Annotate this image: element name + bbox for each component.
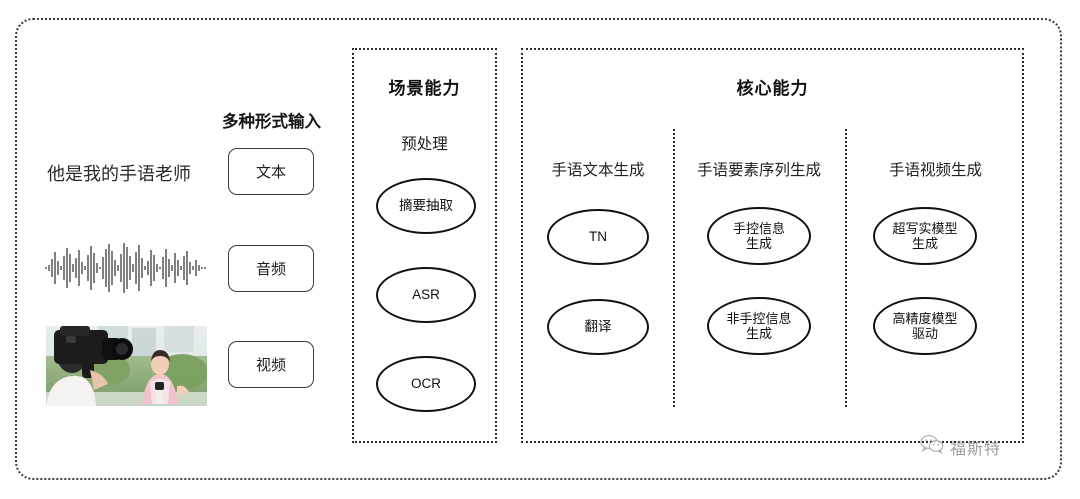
- core-column-2-header: 手语要素序列生成: [696, 162, 821, 179]
- modality-pill-video-label: 视频: [255, 357, 286, 374]
- core-node-manual-feature-generation[interactable]: 手控信息 生成: [707, 207, 811, 265]
- modality-pill-text-label: 文本: [255, 164, 286, 181]
- core-column-1-header: 手语文本生成: [551, 162, 645, 179]
- core-capability-panel: 核心能力 手语文本生成 TN 翻译 手语要素序列生成 手控信息 生成 非手控信息…: [521, 48, 1024, 443]
- core-node-highprecision-model-driving[interactable]: 高精度模型 驱动: [873, 297, 977, 355]
- core-panel-divider-1: [673, 129, 675, 407]
- core-node-nonmanual-feature-generation[interactable]: 非手控信息 生成: [707, 297, 811, 355]
- core-node-tn-label: TN: [589, 229, 607, 245]
- video-thumbnail-image: [46, 326, 207, 406]
- core-node-highprecision-model-driving-label: 高精度模型 驱动: [892, 310, 958, 341]
- scene-node-asr[interactable]: ASR: [376, 267, 476, 323]
- modality-pill-audio[interactable]: 音频: [228, 245, 314, 292]
- core-node-nonmanual-feature-generation-label: 非手控信息 生成: [726, 310, 792, 341]
- core-panel-divider-2: [845, 129, 847, 407]
- core-node-photorealistic-model-generation[interactable]: 超写实模型 生成: [873, 207, 977, 265]
- core-node-photorealistic-model-generation-label: 超写实模型 生成: [892, 220, 958, 251]
- modality-pill-audio-label: 音频: [255, 261, 286, 278]
- scene-capability-panel: 场景能力 预处理 摘要抽取 ASR OCR: [352, 48, 497, 443]
- core-node-tn[interactable]: TN: [547, 209, 649, 265]
- sample-sentence-text: 他是我的手语老师: [47, 164, 191, 184]
- core-column-3-header: 手语视频生成: [888, 162, 982, 179]
- watermark-text: 福斯特: [950, 440, 1002, 458]
- outer-dotted-frame: [15, 18, 1062, 480]
- scene-node-ocr[interactable]: OCR: [376, 356, 476, 412]
- scene-node-summary-extraction-label: 摘要抽取: [399, 198, 453, 214]
- scene-preprocess-label: 预处理: [401, 136, 448, 153]
- audio-waveform-icon: [44, 240, 208, 296]
- scene-node-asr-label: ASR: [412, 287, 440, 303]
- core-node-manual-feature-generation-label: 手控信息 生成: [732, 220, 785, 251]
- multimodal-input-label: 多种形式输入: [222, 113, 321, 131]
- modality-pill-text[interactable]: 文本: [228, 148, 314, 195]
- wechat-icon: [920, 434, 944, 459]
- watermark: 福斯特: [920, 434, 1001, 459]
- scene-node-ocr-label: OCR: [411, 376, 441, 392]
- scene-capability-title: 场景能力: [388, 79, 461, 98]
- scene-node-summary-extraction[interactable]: 摘要抽取: [376, 178, 476, 234]
- core-capability-title: 核心能力: [736, 79, 809, 98]
- core-node-translation[interactable]: 翻译: [547, 299, 649, 355]
- core-node-translation-label: 翻译: [584, 319, 612, 335]
- modality-pill-video[interactable]: 视频: [228, 341, 314, 388]
